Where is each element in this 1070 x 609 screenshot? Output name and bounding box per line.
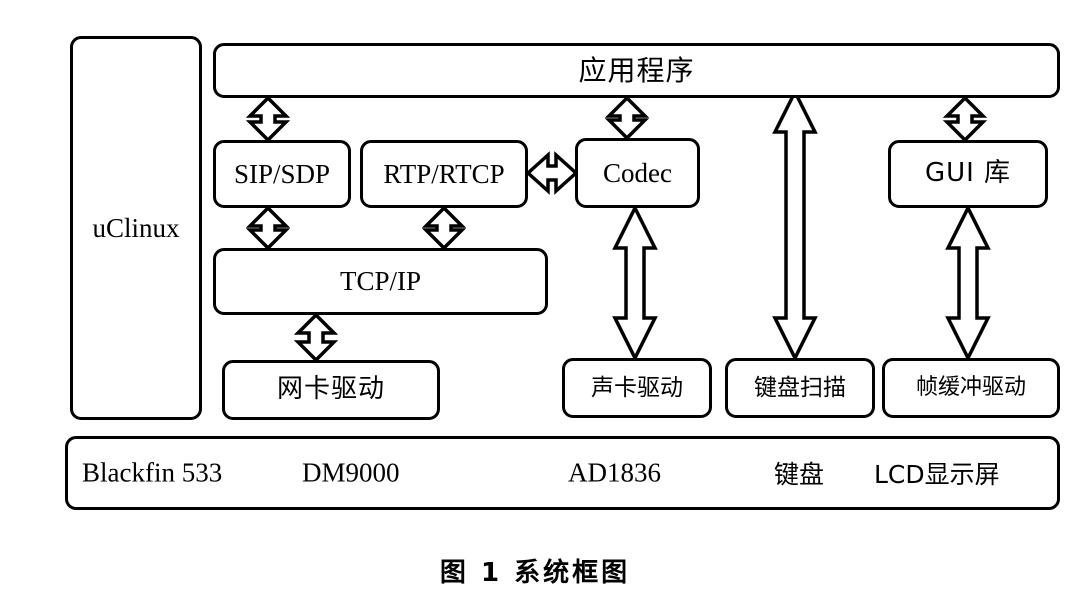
node-rtp-rtcp[interactable]: RTP/RTCP (360, 140, 528, 208)
arrow-codec-to-sound-driver (612, 204, 658, 362)
node-tcp-ip[interactable]: TCP/IP (213, 248, 548, 315)
hardware-item-blackfin-533: Blackfin 533 (82, 457, 223, 488)
node-codec[interactable]: Codec (575, 138, 700, 208)
figure-caption: 图 1 系统框图 (439, 558, 631, 588)
node-framebuffer-driver[interactable]: 帧缓冲驱动 (882, 358, 1060, 418)
arrow-sip-sdp-to-tcp-ip (245, 205, 291, 251)
arrow-application-to-codec (604, 95, 650, 141)
hardware-row[interactable]: Blackfin 533 DM9000 AD1836 键盘 LCD显示屏 (65, 436, 1060, 510)
node-sip-sdp[interactable]: SIP/SDP (213, 140, 351, 208)
node-keyboard-scan-label: 键盘扫描 (754, 374, 846, 401)
arrow-rtp-rtcp-to-codec (525, 151, 579, 195)
node-rtp-rtcp-label: RTP/RTCP (383, 158, 505, 189)
node-codec-label: Codec (603, 157, 672, 188)
node-keyboard-scan[interactable]: 键盘扫描 (725, 358, 875, 418)
node-gui-lib-label: GUI 库 (924, 158, 1012, 189)
node-sound-driver-label: 声卡驱动 (591, 374, 683, 401)
arrow-rtp-rtcp-to-tcp-ip (421, 205, 467, 251)
arrow-tcp-ip-to-nic-driver (293, 312, 339, 363)
node-application[interactable]: 应用程序 (213, 43, 1060, 98)
node-tcp-ip-label: TCP/IP (339, 266, 422, 297)
node-gui-lib[interactable]: GUI 库 (888, 140, 1048, 208)
node-uclinux-label: uClinux (92, 212, 180, 243)
node-framebuffer-driver-label: 帧缓冲驱动 (915, 375, 1026, 401)
hardware-item-ad1836: AD1836 (568, 457, 661, 488)
arrow-application-to-sip-sdp (245, 95, 291, 143)
node-uclinux[interactable]: uClinux (70, 36, 202, 420)
node-application-label: 应用程序 (578, 53, 695, 87)
node-sip-sdp-label: SIP/SDP (233, 158, 331, 189)
arrow-gui-lib-to-framebuffer-driver (945, 204, 991, 362)
hardware-item-keyboard: 键盘 (774, 460, 825, 489)
hardware-item-lcd-display: LCD显示屏 (874, 460, 1000, 489)
node-nic-driver-label: 网卡驱动 (276, 374, 385, 405)
arrow-application-to-keyboard-scan (772, 88, 818, 362)
arrow-application-to-gui-lib (942, 95, 988, 143)
node-nic-driver[interactable]: 网卡驱动 (222, 360, 440, 420)
node-sound-driver[interactable]: 声卡驱动 (562, 358, 712, 418)
hardware-item-dm9000: DM9000 (302, 457, 400, 488)
